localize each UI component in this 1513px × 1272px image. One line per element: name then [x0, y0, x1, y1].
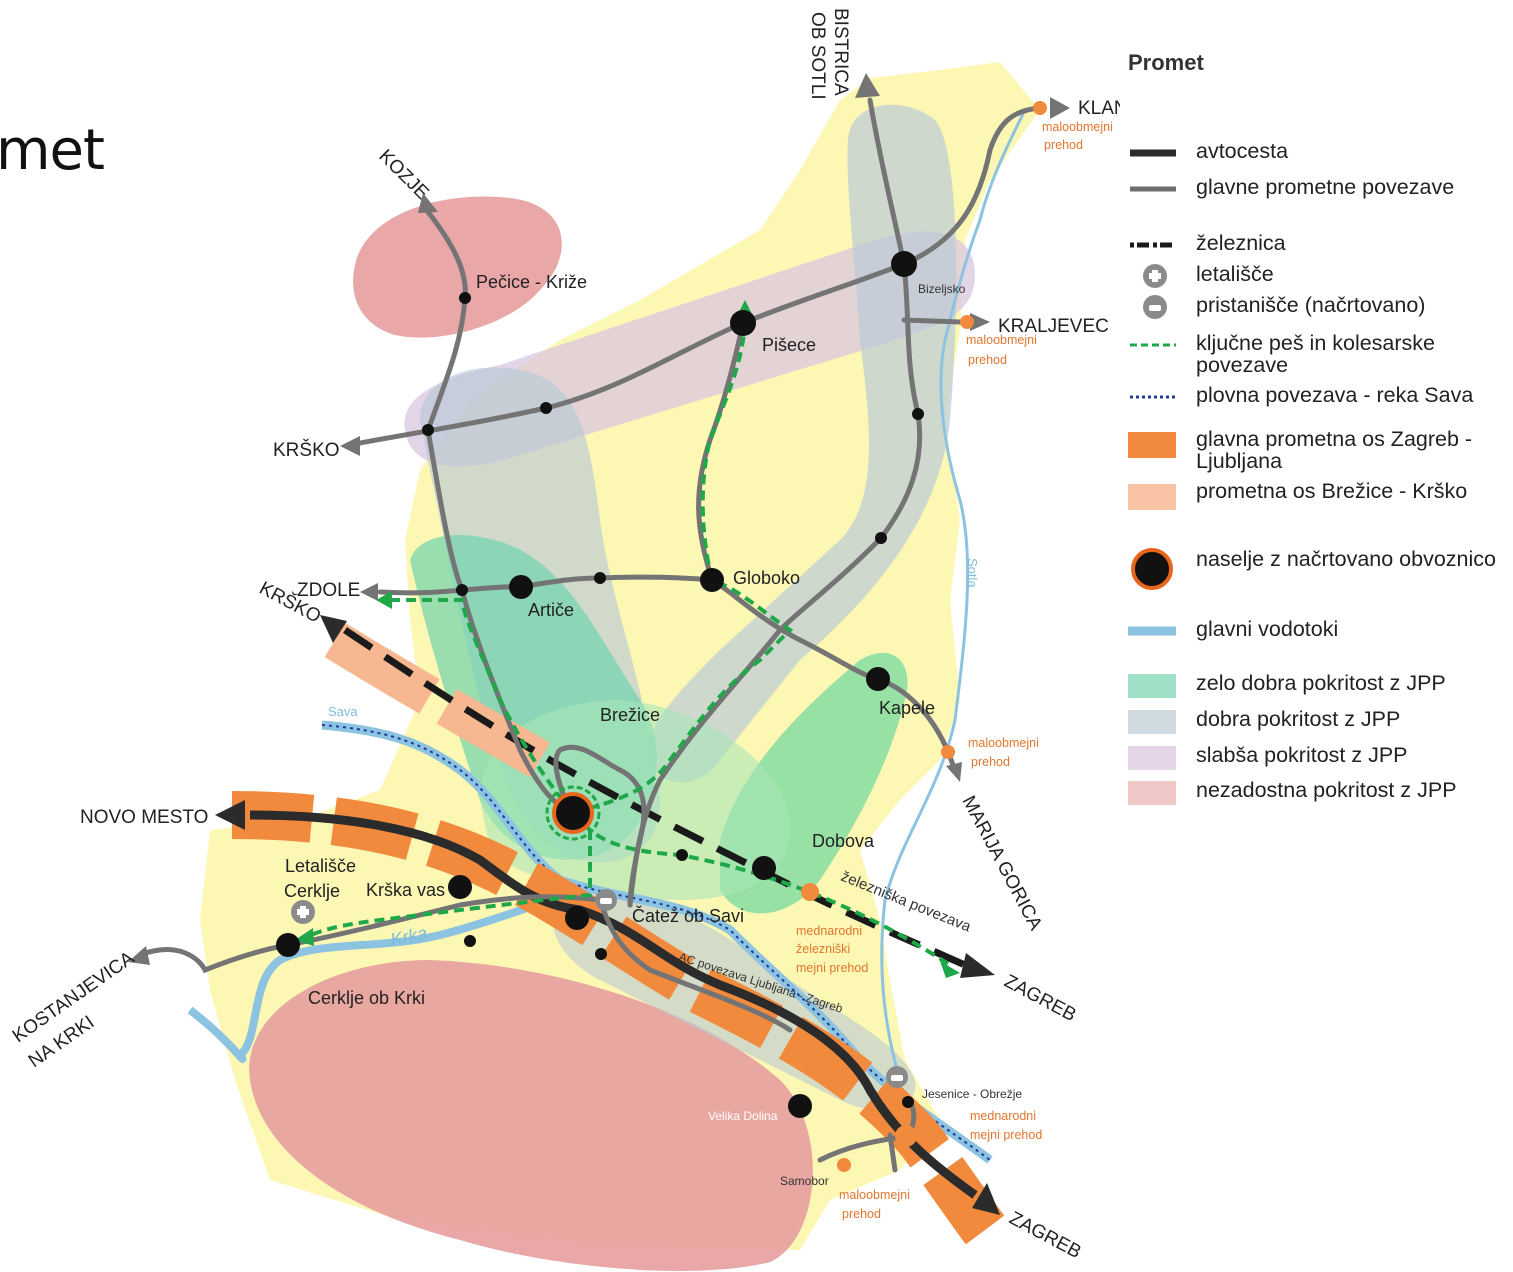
note-prehod-klanjec: prehod [1044, 138, 1083, 152]
port-icon-jesenice [886, 1066, 908, 1088]
main-road-line-icon [1130, 186, 1176, 192]
axis-secondary-icon [1128, 484, 1176, 510]
place-samobor: Samobor [780, 1174, 829, 1188]
legend-item-jpp2: dobra pokritost z JPP [1128, 708, 1496, 734]
legend-item-glavne: glavne prometne povezave [1128, 176, 1496, 202]
place-jesenice: Jesenice - Obrežje [922, 1087, 1022, 1101]
area-very-good-icon [1128, 674, 1176, 698]
note-mejni-prehod-obrezje: mejni prehod [970, 1128, 1042, 1142]
river-label-sava: Sava [328, 704, 358, 719]
place-krska-vas: Krška vas [366, 880, 445, 900]
place-pecice: Pečice - Križe [476, 272, 587, 292]
water-line-icon [1128, 626, 1176, 636]
settlements [276, 251, 924, 1118]
river-sava-navigation [321, 724, 991, 1161]
river-label-sotla: Sotla [965, 558, 980, 588]
note-mednarodni-obrezje: mednarodni [970, 1109, 1036, 1123]
railway-dash-icon [1130, 242, 1176, 248]
legend-item-obvoznica: naselje z načrtovano obvoznico [1128, 548, 1496, 590]
dir-marija-gorica: MARIJA GORICA [958, 792, 1047, 934]
legend-item-avtocesta: avtocesta [1128, 140, 1496, 166]
place-globoko: Globoko [733, 568, 800, 588]
legend-item-jpp4: nezadostna pokritost z JPP [1128, 779, 1496, 805]
place-dobova: Dobova [812, 831, 875, 851]
note-prehod-kraljevec: prehod [968, 353, 1007, 367]
legend-title: Promet [1128, 50, 1204, 75]
railway [343, 627, 967, 969]
legend-item-jpp3: slabša pokritost z JPP [1128, 744, 1496, 770]
area-good-icon [1128, 710, 1176, 734]
area-weaker-icon [1128, 746, 1176, 770]
place-cerklje: Cerklje [284, 881, 340, 901]
port-icon [595, 889, 617, 911]
motorway [249, 810, 978, 1199]
note-zelezniski: železniški [796, 942, 850, 956]
page-heading: met [0, 118, 105, 183]
dir-klanjec: KLANJEC [1078, 98, 1120, 119]
railway-arrow-zagreb [960, 953, 995, 978]
legend-item-pristanisce: pristanišče (načrtovano) [1128, 294, 1496, 320]
dir-zagreb-motorway: ZAGREB [1006, 1208, 1085, 1263]
navigation-dots-icon [1130, 395, 1176, 399]
motorway-arrow-zagreb [972, 1183, 1000, 1215]
zone-insufficient-south [249, 960, 813, 1271]
note-prehod-samobor: prehod [842, 1207, 881, 1221]
legend-item-plovna: plovna povezava - reka Sava [1128, 384, 1496, 410]
river-krka [187, 891, 581, 1063]
brezice-bypass-marker [545, 785, 601, 841]
road-arrows [128, 73, 1070, 965]
legend-item-letalisce: letališče [1128, 263, 1496, 289]
place-pisece: Pišece [762, 335, 816, 355]
transport-map: BISTRICA OB SOTLI KOZJE KLANJEC KRALJEVE… [9, 8, 1120, 1271]
note-maloobmejni-kapele: maloobmejni [968, 736, 1039, 750]
legend-item-zeleznica: železnica [1128, 232, 1496, 258]
border-crossings [801, 101, 1047, 1172]
airport-icon [291, 900, 315, 924]
place-cerklje-krka: Cerklje ob Krki [308, 988, 425, 1008]
motorway-arrow-novo-mesto [215, 800, 245, 830]
walk-bike-paths [304, 314, 952, 967]
railway-arrow-krsko [320, 615, 347, 643]
zone-insufficient-north [353, 196, 562, 338]
dir-bistrica-1: BISTRICA [830, 8, 851, 96]
place-letalisce: Letališče [285, 856, 356, 876]
axis-main-icon [1128, 432, 1176, 458]
legend-item-jpp1: zelo dobra pokritost z JPP [1128, 672, 1496, 698]
note-maloobmejni-kraljevec: maloobmejni [966, 333, 1037, 347]
walk-bike-dash-icon [1130, 343, 1176, 347]
dir-kozje: KOZJE [374, 146, 432, 204]
dir-zdole: ZDOLE [297, 580, 360, 601]
place-kapele: Kapele [879, 698, 935, 718]
note-maloobmejni-samobor: maloobmejni [839, 1188, 910, 1202]
legend-item-pes: ključne peš in kolesarske povezave [1128, 332, 1496, 376]
motorway-line-icon [1130, 149, 1176, 157]
note-mejni-prehod-zelezniski: mejni prehod [796, 961, 868, 975]
note-prehod-kapele: prehod [971, 755, 1010, 769]
place-brezice: Brežice [600, 705, 660, 725]
place-bizeljsko: Bizeljsko [918, 282, 966, 296]
bypass-settlement-icon [1131, 548, 1173, 590]
dir-novo-mesto: NOVO MESTO [80, 807, 208, 828]
river-sotla [880, 109, 1027, 1081]
dir-zagreb-rail: ZAGREB [1001, 971, 1080, 1026]
legend-item-os-zl: glavna prometna os Zagreb - Ljubljana [1128, 428, 1496, 472]
dir-krsko-north: KRŠKO [273, 439, 340, 461]
port-icon [1143, 295, 1167, 319]
place-artice: Artiče [528, 600, 574, 620]
legend-item-vodotoki: glavni vodotoki [1128, 618, 1496, 644]
airport-icon [1143, 264, 1167, 288]
legend: Promet avtocesta glavne prometne povezav… [1128, 48, 1513, 805]
place-velika-dolina: Velika Dolina [708, 1109, 778, 1123]
legend-item-os-bk: prometna os Brežice - Krško [1128, 480, 1496, 510]
note-mednarodni-zelezniski: mednarodni [796, 924, 862, 938]
dir-bistrica-2: OB SOTLI [807, 12, 828, 100]
place-catez: Čatež ob Savi [632, 905, 744, 926]
note-maloobmejni-klanjec: maloobmejni [1042, 120, 1113, 134]
dir-kraljevec: KRALJEVEC [998, 316, 1109, 337]
axis-brezice-krsko [324, 622, 550, 778]
area-insufficient-icon [1128, 781, 1176, 805]
